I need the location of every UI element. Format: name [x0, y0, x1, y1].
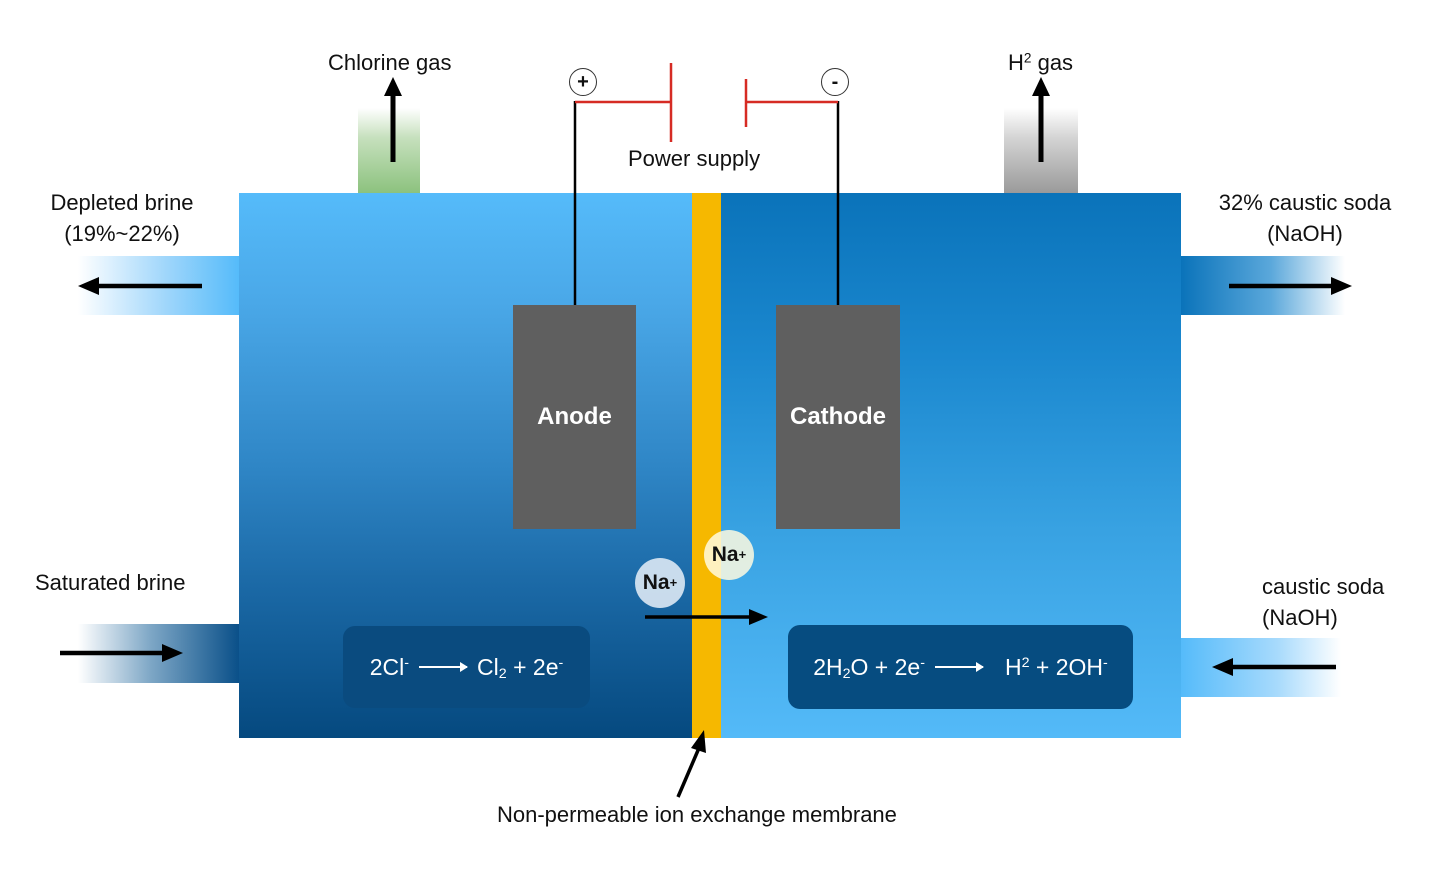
anode-electrode: Anode — [513, 305, 636, 529]
cathode-reactants: 2H2O + 2e- — [813, 653, 925, 682]
chlorine-gas-outlet — [358, 108, 420, 193]
hydrogen-gas-outlet — [1004, 108, 1078, 193]
positive-terminal: + — [569, 68, 597, 96]
caustic-soda-outlet-pipe — [1181, 256, 1345, 315]
hydrogen-gas-label: H2 gas — [1008, 50, 1074, 75]
saturated-brine-pipe — [78, 624, 239, 683]
depleted-brine-label: Depleted brine (19%~22%) — [50, 190, 194, 246]
cathode-electrode: Cathode — [776, 305, 900, 529]
ion-exchange-membrane — [692, 193, 721, 738]
cathode-label: Cathode — [790, 403, 886, 430]
caustic-soda-output-label: 32% caustic soda (NaOH) — [1218, 190, 1392, 246]
membrane-pointer-arrow-icon — [676, 730, 706, 798]
anode-label: Anode — [537, 403, 612, 430]
membrane-label: Non-permeable ion exchange membrane — [497, 802, 897, 827]
chlorine-gas-label: Chlorine gas — [328, 50, 452, 75]
sodium-ion: Na+ — [635, 558, 685, 608]
cathode-reaction-equation: 2H2O + 2e- H2 + 2OH- — [788, 625, 1133, 709]
caustic-soda-inlet-pipe — [1181, 638, 1341, 697]
depleted-brine-pipe — [78, 256, 239, 315]
caustic-soda-input-label: caustic soda (NaOH) — [1262, 574, 1385, 630]
negative-terminal: - — [821, 68, 849, 96]
sodium-ion: Na+ — [704, 530, 754, 580]
saturated-brine-label: Saturated brine — [35, 570, 186, 595]
anode-reactant: 2Cl- — [369, 653, 410, 680]
anode-products: Cl2 + 2e- — [477, 653, 564, 682]
reaction-arrow-icon — [419, 662, 469, 672]
anode-reaction-equation: 2Cl- Cl2 + 2e- — [343, 626, 590, 708]
cathode-products: H2 + 2OH- — [1004, 653, 1108, 680]
power-supply-label: Power supply — [628, 146, 761, 171]
reaction-arrow-icon — [934, 662, 984, 672]
